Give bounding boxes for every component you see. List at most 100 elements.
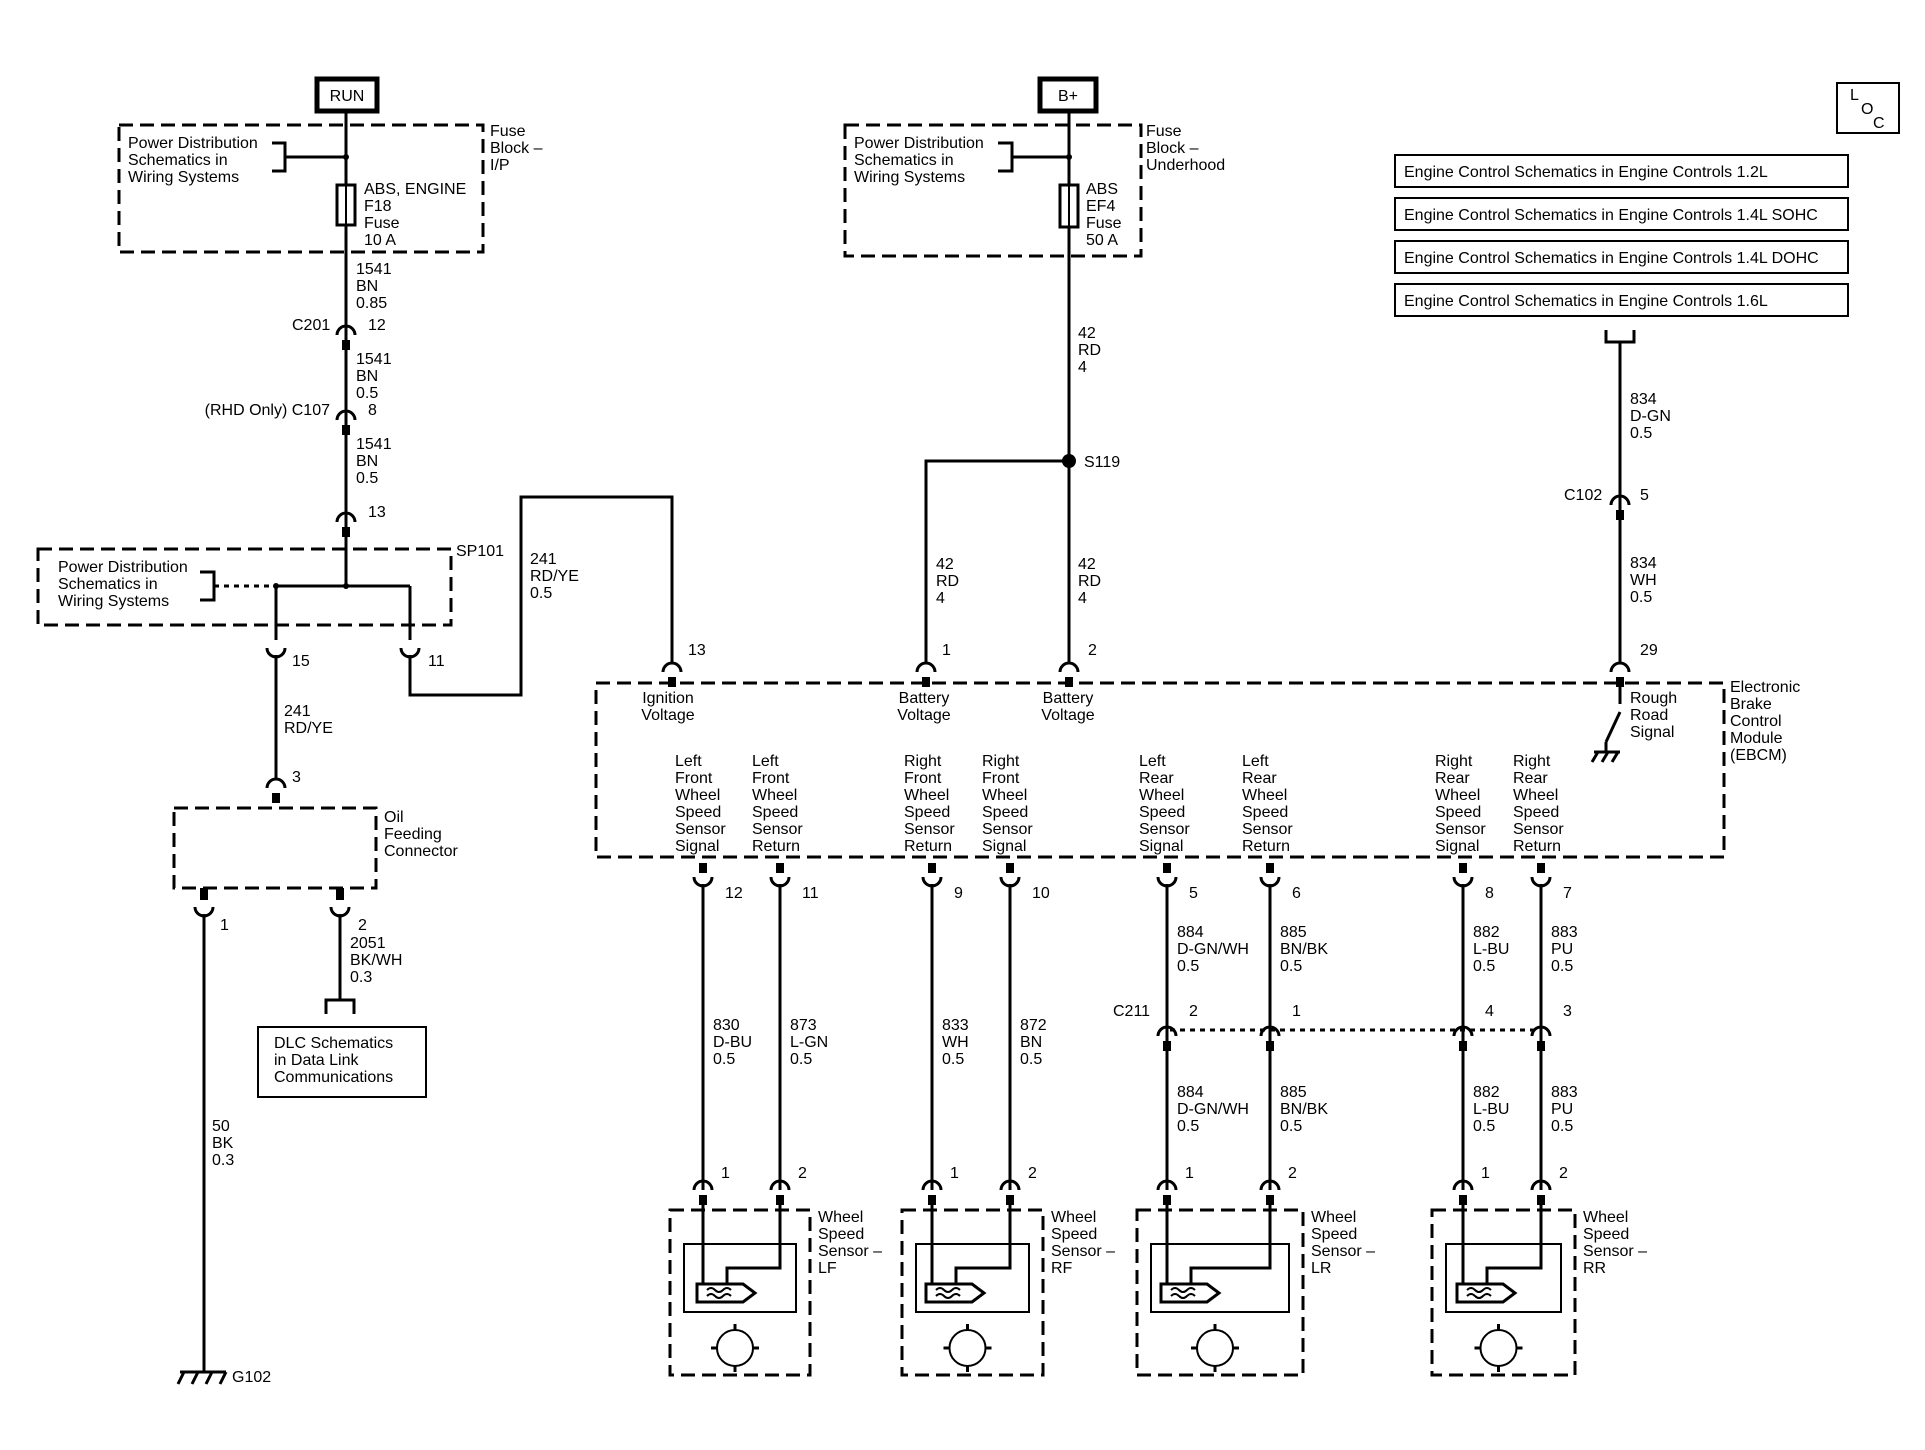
svg-text:0.5: 0.5 [1630, 589, 1652, 606]
svg-text:Voltage: Voltage [897, 707, 950, 724]
svg-text:Block –: Block – [490, 140, 543, 157]
svg-text:2: 2 [1088, 642, 1097, 659]
svg-text:ABS, ENGINE: ABS, ENGINE [364, 181, 466, 198]
svg-text:Speed: Speed [1513, 804, 1559, 821]
svg-text:Speed: Speed [1311, 1226, 1357, 1243]
svg-text:4: 4 [1485, 1003, 1494, 1020]
svg-text:Return: Return [752, 838, 800, 855]
svg-text:LF: LF [818, 1260, 837, 1277]
svg-text:RD: RD [1078, 342, 1101, 359]
sensor-element-icon [1159, 1282, 1222, 1304]
svg-text:2051: 2051 [350, 935, 386, 952]
svg-text:Engine Control Schematics in E: Engine Control Schematics in Engine Cont… [1404, 293, 1768, 310]
svg-text:Rear: Rear [1513, 770, 1548, 787]
svg-text:Wheel: Wheel [1242, 787, 1287, 804]
svg-text:Voltage: Voltage [1041, 707, 1094, 724]
svg-text:241: 241 [284, 703, 311, 720]
oil-pin1: 1 [220, 917, 229, 934]
svg-text:RD/YE: RD/YE [530, 568, 579, 585]
svg-text:Wheel: Wheel [904, 787, 949, 804]
c211-pin-1: 1 [1259, 1003, 1301, 1051]
svg-text:Wheel: Wheel [818, 1209, 863, 1226]
svg-text:0.5: 0.5 [530, 585, 552, 602]
svg-text:Rear: Rear [1435, 770, 1470, 787]
svg-text:Signal: Signal [675, 838, 719, 855]
svg-text:0.5: 0.5 [356, 470, 378, 487]
svg-text:0.5: 0.5 [1473, 1118, 1495, 1135]
svg-text:Left: Left [675, 753, 702, 770]
svg-text:0.5: 0.5 [1177, 958, 1199, 975]
svg-text:1: 1 [942, 642, 951, 659]
ebcm-name: Electronic Brake Control Module (EBCM) [1730, 679, 1800, 764]
sensor-pin-1 [692, 1179, 714, 1205]
svg-text:Sensor: Sensor [1139, 821, 1190, 838]
ebcm-bottom-pin-label-12: 12 [725, 885, 743, 902]
svg-text:885: 885 [1280, 1084, 1307, 1101]
wire-42-branch [924, 459, 1069, 664]
svg-text:0.5: 0.5 [1020, 1051, 1042, 1068]
sensor-pin-2 [1530, 1179, 1552, 1205]
svg-text:BN/BK: BN/BK [1280, 941, 1328, 958]
svg-text:L-BU: L-BU [1473, 1101, 1509, 1118]
svg-text:Sensor: Sensor [752, 821, 803, 838]
svg-text:Speed: Speed [982, 804, 1028, 821]
svg-text:4: 4 [1078, 359, 1087, 376]
svg-text:Rear: Rear [1139, 770, 1174, 787]
svg-text:29: 29 [1640, 642, 1658, 659]
ebcm-bottom-pin-label-7: 7 [1563, 885, 1572, 902]
svg-text:Return: Return [1242, 838, 1290, 855]
svg-text:Right: Right [904, 753, 942, 770]
svg-text:Sensor –: Sensor – [1051, 1243, 1115, 1260]
svg-text:884: 884 [1177, 924, 1204, 941]
sensor-pin-2 [1259, 1179, 1281, 1205]
fuse-ef4-label: ABS EF4 Fuse 50 A [1086, 181, 1122, 249]
c102-label: C102 [1564, 487, 1602, 504]
svg-text:DLC Schematics: DLC Schematics [274, 1035, 393, 1052]
svg-text:885: 885 [1280, 924, 1307, 941]
fuse-block-ip [117, 123, 485, 254]
svg-text:Return: Return [904, 838, 952, 855]
svg-text:Schematics in: Schematics in [58, 576, 158, 593]
wire-241-oil-label: 241 RD/YE [284, 703, 333, 737]
ebcm-ignition-voltage-label: Ignition Voltage [641, 690, 694, 724]
svg-text:Control: Control [1730, 713, 1782, 730]
svg-text:Speed: Speed [1051, 1226, 1097, 1243]
svg-text:882: 882 [1473, 1084, 1500, 1101]
ebcm-bottom-pin-label-10: 10 [1032, 885, 1050, 902]
svg-text:Speed: Speed [818, 1226, 864, 1243]
svg-text:Rough: Rough [1630, 690, 1677, 707]
svg-text:Connector: Connector [384, 843, 458, 860]
svg-text:0.5: 0.5 [356, 385, 378, 402]
svg-text:2: 2 [1189, 1003, 1198, 1020]
svg-text:RD: RD [1078, 573, 1101, 590]
svg-text:D-GN/WH: D-GN/WH [1177, 1101, 1249, 1118]
ebcm-bottom-pin-8 [1452, 863, 1474, 888]
svg-text:BN/BK: BN/BK [1280, 1101, 1328, 1118]
svg-text:Left: Left [1242, 753, 1269, 770]
dlc-reference-label: DLC Schematics in Data Link Communicatio… [274, 1035, 393, 1086]
oil-feeding-connector-label: Oil Feeding Connector [384, 809, 458, 860]
ebcm-bottom-pin-label-6: 6 [1292, 885, 1301, 902]
svg-text:Wheel: Wheel [1583, 1209, 1628, 1226]
ebcm-bottom-pin-label-5: 5 [1189, 885, 1198, 902]
ebcm-pin-2: 2 [1058, 642, 1097, 687]
svg-text:Signal: Signal [1435, 838, 1479, 855]
svg-text:Wheel: Wheel [1435, 787, 1480, 804]
tone-ring-icon [1474, 1324, 1523, 1372]
svg-text:0.3: 0.3 [212, 1152, 234, 1169]
rough-road-switch-icon [1590, 687, 1622, 763]
svg-text:884: 884 [1177, 1084, 1204, 1101]
svg-text:Left: Left [1139, 753, 1166, 770]
c211-label: C211 [1113, 1003, 1150, 1020]
